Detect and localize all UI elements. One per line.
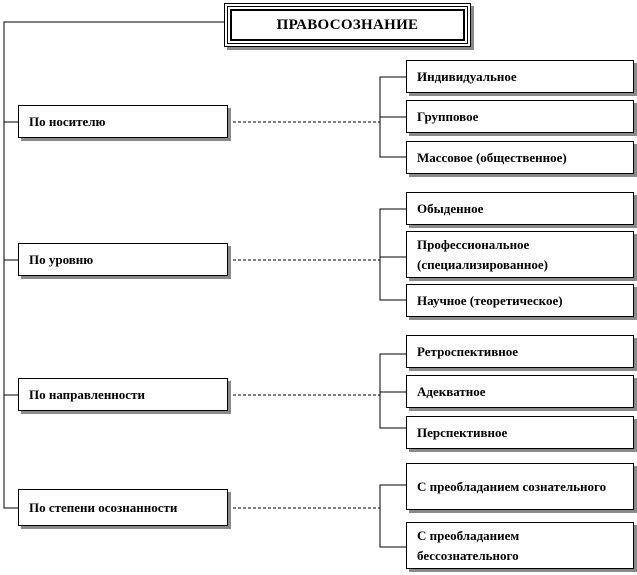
title-inner-border: [230, 9, 465, 41]
item-label: Адекватное: [417, 383, 486, 399]
category-label: По степени осознанности: [29, 499, 178, 515]
item-perspective: Перспективное: [406, 416, 634, 449]
item-retrospective: Ретроспективное: [406, 335, 634, 368]
item-label: Ретроспективное: [417, 343, 518, 359]
category-by-level: По уровню: [18, 243, 228, 276]
diagram-title: ПРАВОСОЗНАНИЕ: [224, 3, 471, 47]
item-label: Индивидуальное: [417, 68, 517, 84]
item-label: Массовое (общественное): [417, 149, 567, 165]
item-adequate: Адекватное: [406, 375, 634, 408]
category-by-direction: По направленности: [18, 378, 228, 411]
category-label: По носителю: [29, 113, 106, 129]
item-label: Перспективное: [417, 424, 508, 440]
item-label: Профессиональное (специализированное): [417, 236, 548, 272]
category-label: По направленности: [29, 386, 145, 402]
item-label: Групповое: [417, 108, 479, 124]
item-scientific: Научное (теоретическое): [406, 284, 634, 317]
item-label: С преобладанием бессознательного: [417, 527, 520, 563]
category-by-carrier: По носителю: [18, 105, 228, 138]
item-ordinary: Обыденное: [406, 192, 634, 225]
item-label: Обыденное: [417, 200, 484, 216]
item-label: С преобладанием сознательного: [417, 478, 607, 494]
category-by-awareness: По степени осознанности: [18, 489, 228, 526]
item-professional: Профессиональное (специализированное): [406, 231, 634, 278]
item-mass: Массовое (общественное): [406, 141, 634, 174]
item-conscious: С преобладанием сознательного: [406, 463, 634, 510]
title-text: ПРАВОСОЗНАНИЕ: [276, 16, 419, 33]
item-label: Научное (теоретическое): [417, 292, 563, 308]
item-individual: Индивидуальное: [406, 60, 634, 93]
item-group: Групповое: [406, 100, 634, 133]
category-label: По уровню: [29, 251, 94, 267]
item-unconscious: С преобладанием бессознательного: [406, 522, 634, 569]
